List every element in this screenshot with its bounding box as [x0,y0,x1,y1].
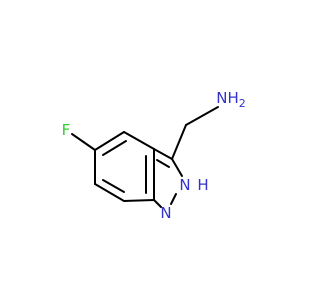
bond-c3-ch2 [171,124,187,160]
ring-n-label: N [160,204,171,222]
bond-c3a-c4 [123,131,155,150]
bond-c3-c3a [153,148,173,160]
bond-c6-c7 [94,183,125,202]
bond-c3-n2 [171,158,183,177]
nh2-subscript: 2 [239,97,246,110]
bond-c6-c7-inner [102,179,125,193]
bond-c4-c5-inner [102,140,127,156]
bond-c4-c5 [94,131,125,151]
fluorine-label: F [62,121,71,139]
nh2-text: NH [216,89,239,107]
bond-ch2-n [185,106,219,126]
ring-nh-label: N [179,176,190,194]
bond-c7-c7a [123,199,155,202]
bond-c5-f [71,133,96,151]
molecule-canvas: NH2 F N H N [62,89,246,222]
structure-diagram: NH2 F N H N [62,89,246,222]
ring-nh-hydrogen: H [197,176,208,194]
bond-c3-c3a-inner [156,159,170,168]
bond-n2-n1 [170,193,177,205]
bond-n1-c7a [153,199,162,208]
nh2-label: NH2 [216,89,246,110]
